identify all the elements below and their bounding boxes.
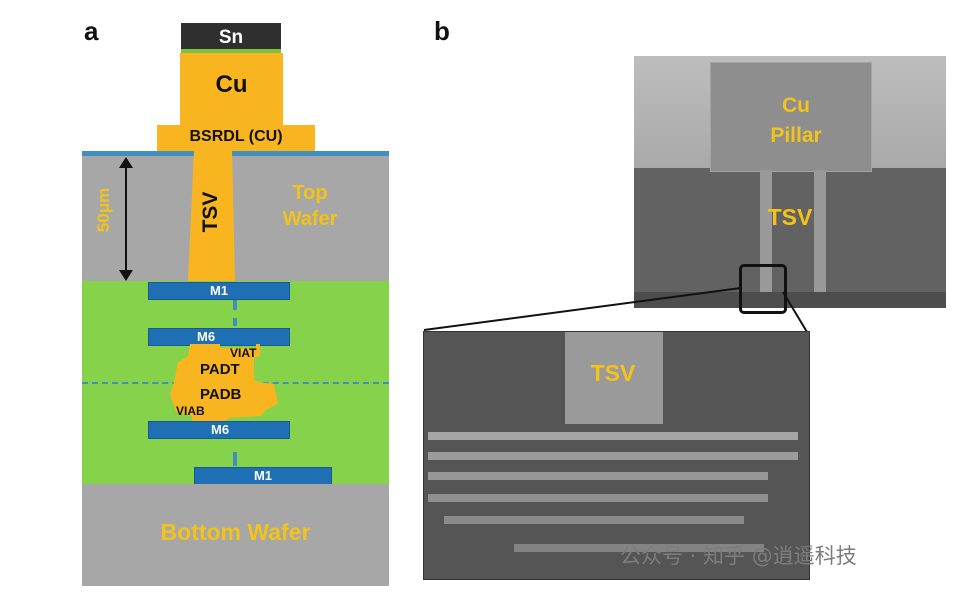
tsv-via [188,150,235,282]
zoom-tsv [565,332,663,424]
zoom-metal-3 [428,472,768,480]
sn-label: Sn [218,27,244,48]
top-wafer [82,151,389,281]
sem-tsv-right [814,170,826,296]
panel-a-letter: a [84,16,99,46]
dimension-arrow [119,157,133,281]
m6-bottom-layer: M6 [148,421,290,439]
via-stack-top-2 [233,318,237,326]
via-stack-bottom [233,452,237,466]
sem-zoom-image [423,331,810,580]
viat-label: VIAT [230,346,257,360]
zoom-metal-4 [428,494,768,502]
sn-cap [181,23,281,49]
m1-top-label: M1 [209,283,229,298]
bsrdl-label: BSRDL (CU) [189,128,283,145]
cu-pillar [180,53,283,125]
watermark-text: 公众号 · 知乎 @逍遥科技 [620,544,857,568]
m1-bottom-layer: M1 [194,467,332,485]
m1-top-layer: M1 [148,282,290,300]
zoom-lines [423,287,808,333]
m6-bottom-label: M6 [211,422,230,437]
cu-label: Cu [215,71,248,98]
zoom-metal-5 [444,516,744,524]
zoom-metal-1 [428,432,798,440]
bond-pads [170,344,278,424]
viab-label: VIAB [176,404,205,418]
top-wafer-label-line2: Wafer [282,208,338,230]
padb-label: PADB [200,386,242,403]
m1-bottom-label: M1 [253,468,273,483]
sn-cap-green-line [181,49,281,53]
top-wafer-surface-line [82,151,389,156]
zoom-metal-6 [514,544,764,552]
zoom-metal-2 [428,452,798,460]
via-stack-top [233,298,237,310]
sem-cu-pillar [710,62,872,172]
cu-pillar-label-line1: Cu [782,94,810,117]
sem-tsv-label: TSV [767,204,813,230]
cu-pillar-label-line2: Pillar [770,124,822,147]
sem-top-image [634,56,946,308]
bottom-wafer-label: Bottom Wafer [160,519,311,545]
zoom-tsv-label: TSV [590,360,636,386]
tsv-label: TSV [199,191,222,233]
bsrdl-layer [157,125,315,151]
bottom-wafer [82,484,389,586]
sem-substrate [634,168,946,308]
sem-bottom-layer [634,292,946,308]
dimension-label: 50μm [94,187,113,233]
m6-top-label: M6 [197,329,216,344]
padt-label: PADT [200,361,240,378]
top-wafer-label-line1: Top [292,182,328,204]
panel-b-letter: b [434,16,450,46]
